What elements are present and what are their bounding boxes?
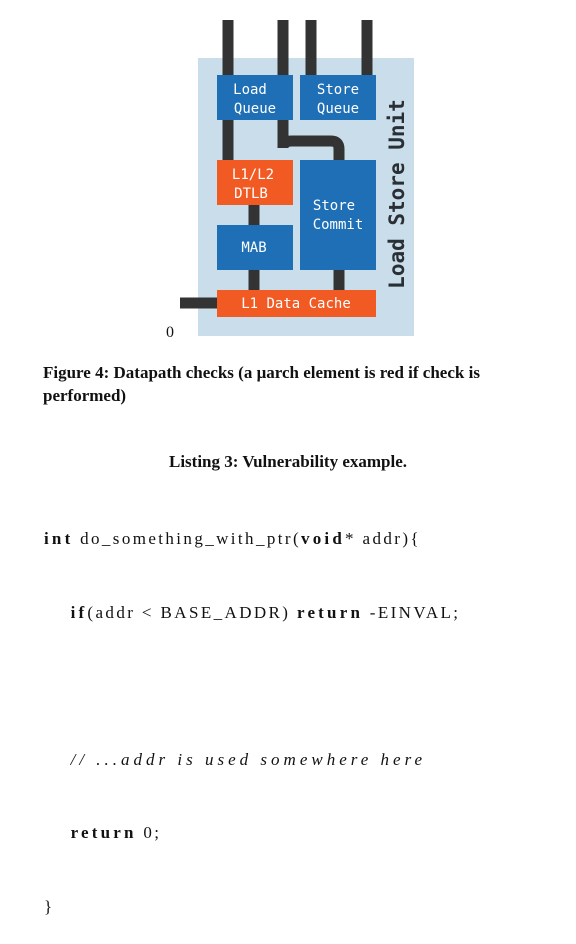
code-listing: int do_something_with_ptr(void* addr){ i… — [44, 478, 460, 944]
code-comment: // ...addr is used somewhere here — [70, 749, 427, 769]
l1-data-cache-label: L1 Data Cache — [241, 296, 351, 312]
dtlb-label-2: DTLB — [234, 186, 268, 202]
code-line-2: if(addr < BASE_ADDR) return -EINVAL; — [44, 601, 460, 626]
store-queue-label-2: Queue — [317, 101, 359, 117]
mab-label: MAB — [241, 240, 266, 256]
code-keyword: int — [44, 529, 74, 548]
code-line-1: int do_something_with_ptr(void* addr){ — [44, 527, 460, 552]
datapath-wires — [180, 20, 373, 309]
mab-block — [217, 225, 293, 270]
code-keyword: return — [297, 602, 364, 622]
store-commit-label-1: Store — [313, 198, 355, 214]
figure-caption: Figure 4: Datapath checks (a μarch eleme… — [43, 363, 480, 405]
load-store-unit-label: Load Store Unit — [385, 99, 409, 289]
code-line-4: // ...addr is used somewhere here — [44, 748, 460, 773]
code-text: * addr){ — [345, 529, 421, 548]
code-text: (addr < BASE_ADDR) — [87, 602, 297, 622]
lsu-datapath-diagram: Load Queue Store Queue L1/L2 DTLB MAB St… — [166, 20, 414, 341]
figure-side-label: 0 — [166, 324, 174, 341]
l1-data-cache-block — [217, 290, 376, 317]
load-queue-label-1: Load — [233, 82, 267, 98]
code-line-6: } — [44, 895, 460, 920]
code-text: do_something_with_ptr( — [73, 529, 302, 548]
load-queue-block — [217, 75, 293, 120]
code-text: -EINVAL; — [363, 602, 461, 622]
code-line-5: return 0; — [44, 821, 460, 846]
store-commit-block — [300, 160, 376, 270]
code-keyword: if — [70, 602, 88, 622]
code-keyword: return — [70, 823, 137, 842]
dtlb-block — [217, 160, 293, 205]
load-queue-label-2: Queue — [234, 101, 276, 117]
dtlb-label-1: L1/L2 — [232, 167, 274, 183]
store-commit-label-2: Commit — [313, 217, 364, 233]
code-text: 0; — [136, 823, 162, 842]
store-queue-label-1: Store — [317, 82, 359, 98]
listing-title: Listing 3: Vulnerability example. — [168, 452, 408, 471]
code-line-3 — [44, 674, 460, 699]
code-keyword: void — [301, 529, 345, 548]
store-queue-block — [300, 75, 376, 120]
code-text: } — [44, 896, 55, 916]
